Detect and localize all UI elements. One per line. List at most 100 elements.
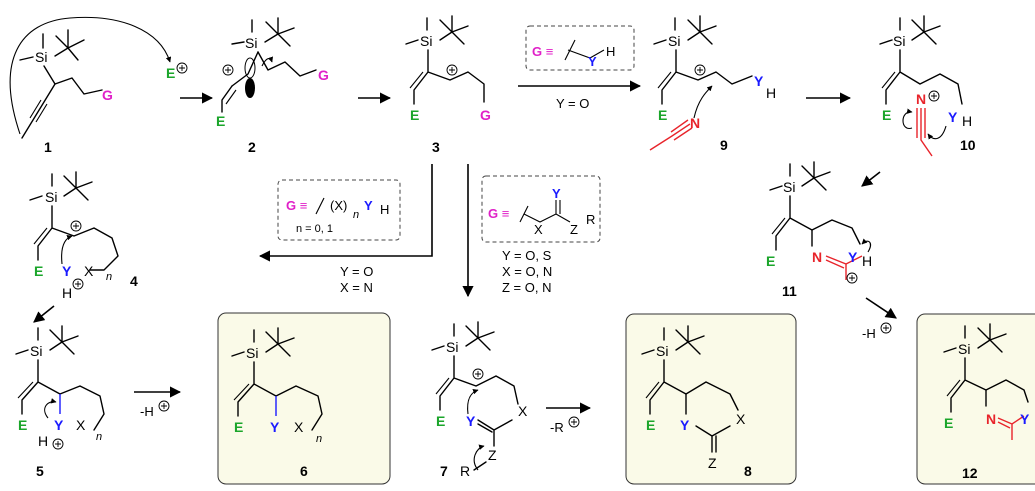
svg-text:Y: Y bbox=[466, 413, 476, 429]
svg-text:E: E bbox=[646, 417, 655, 433]
si-atom: Si bbox=[30, 343, 42, 359]
svg-text:Y: Y bbox=[54, 417, 64, 433]
si-atom: Si bbox=[783, 179, 795, 195]
si-atom: Si bbox=[35, 49, 47, 65]
si-atom: Si bbox=[656, 343, 668, 359]
condition-box-2: G ≡ (X) n Y H n = 0, 1 bbox=[277, 179, 401, 241]
cond-7b: X = O, N bbox=[502, 264, 552, 279]
svg-text:H: H bbox=[62, 285, 72, 301]
svg-text:E: E bbox=[658, 107, 667, 123]
cond-4a: Y = O bbox=[340, 264, 373, 279]
product-box-6 bbox=[217, 312, 391, 485]
svg-text:N: N bbox=[986, 411, 996, 427]
svg-text:E: E bbox=[34, 263, 43, 279]
loss-r-8: -R bbox=[550, 420, 564, 435]
electrophile: E bbox=[166, 65, 175, 81]
box2-x: (X) bbox=[330, 198, 347, 213]
label-3: 3 bbox=[432, 139, 440, 155]
label-1: 1 bbox=[44, 139, 52, 155]
svg-text:N: N bbox=[812, 249, 822, 265]
compound-3: Si E G 3 bbox=[405, 15, 491, 155]
svg-text:H: H bbox=[38, 433, 48, 449]
box1-h: H bbox=[606, 44, 615, 59]
svg-text:N: N bbox=[916, 91, 926, 107]
svg-text:X: X bbox=[736, 411, 746, 427]
label-2: 2 bbox=[248, 139, 256, 155]
box3-y: Y bbox=[552, 186, 561, 201]
box2-def: G ≡ bbox=[286, 198, 307, 213]
label-6: 6 bbox=[300, 463, 308, 479]
arrow-10-11 bbox=[861, 171, 881, 187]
product-box-8 bbox=[625, 313, 797, 485]
cond-4b: X = N bbox=[340, 280, 373, 295]
svg-text:X: X bbox=[84, 263, 94, 279]
si-atom: Si bbox=[245, 35, 257, 51]
svg-text:E: E bbox=[882, 107, 891, 123]
box1-def: G ≡ bbox=[532, 44, 553, 59]
svg-text:H: H bbox=[766, 85, 776, 101]
svg-text:H: H bbox=[962, 113, 972, 129]
svg-text:Y: Y bbox=[948, 109, 958, 125]
g-group: G bbox=[480, 107, 491, 123]
box1-y: Y bbox=[588, 54, 597, 69]
label-11: 11 bbox=[782, 283, 797, 299]
svg-text:E: E bbox=[234, 419, 243, 435]
compound-11: Si E N Y H 11 bbox=[766, 161, 872, 299]
box2-y: Y bbox=[364, 198, 373, 213]
compound-2: Si G E 2 bbox=[216, 17, 329, 155]
label-4: 4 bbox=[130, 273, 138, 289]
si-atom: Si bbox=[446, 339, 458, 355]
si-atom: Si bbox=[45, 189, 57, 205]
si-atom: Si bbox=[958, 341, 970, 357]
label-8: 8 bbox=[744, 463, 752, 479]
compound-1: Si G E 1 bbox=[9, 16, 188, 155]
box3-x: X bbox=[534, 222, 543, 237]
compound-9: Si Y H E N 9 bbox=[649, 15, 776, 153]
g-group: G bbox=[318, 67, 329, 83]
svg-text:X: X bbox=[518, 403, 528, 419]
label-9: 9 bbox=[720, 137, 728, 153]
compound-6: Si E Y X n 6 bbox=[231, 327, 323, 479]
svg-text:E: E bbox=[436, 413, 445, 429]
svg-text:Y: Y bbox=[1020, 411, 1030, 427]
svg-text:N: N bbox=[690, 115, 700, 131]
si-atom: Si bbox=[246, 345, 258, 361]
box3-r: R bbox=[586, 212, 595, 227]
g-group: G bbox=[102, 87, 113, 103]
svg-text:X: X bbox=[294, 419, 304, 435]
svg-text:Y: Y bbox=[754, 73, 764, 89]
compound-12: Si E N Y 12 bbox=[943, 323, 1030, 481]
product-box-12 bbox=[916, 313, 1035, 485]
arrow-4-5 bbox=[33, 305, 55, 323]
box2-h: H bbox=[380, 202, 389, 217]
box2-range: n = 0, 1 bbox=[296, 223, 333, 235]
electrophile: E bbox=[216, 113, 225, 129]
label-10: 10 bbox=[960, 137, 976, 153]
svg-text:E: E bbox=[944, 415, 953, 431]
box3-def: G ≡ bbox=[488, 206, 509, 221]
loss-h-6: -H bbox=[140, 404, 154, 419]
electrophile: E bbox=[410, 107, 419, 123]
label-7: 7 bbox=[440, 463, 448, 479]
cond-7a: Y = O, S bbox=[502, 248, 552, 263]
box2-n: n bbox=[353, 209, 359, 221]
compound-8: Si E Y X Z 8 bbox=[641, 325, 752, 479]
arrow-11-12 bbox=[865, 297, 897, 319]
svg-text:Y: Y bbox=[848, 249, 858, 265]
svg-text:H: H bbox=[862, 253, 872, 269]
svg-text:Y: Y bbox=[62, 263, 72, 279]
loss-h-12: -H bbox=[862, 326, 876, 341]
cond-9: Y = O bbox=[556, 96, 589, 111]
label-12: 12 bbox=[962, 465, 978, 481]
svg-text:R: R bbox=[460, 463, 470, 479]
compound-4: Si E Y H X n 4 bbox=[29, 171, 138, 301]
condition-box-1: G ≡ Y H bbox=[525, 25, 635, 71]
compound-7: Si E Y X Z R 7 bbox=[431, 321, 528, 479]
si-atom: Si bbox=[668, 33, 680, 49]
svg-text:E: E bbox=[766, 253, 775, 269]
svg-text:n: n bbox=[96, 431, 102, 443]
cond-7c: Z = O, N bbox=[502, 280, 551, 295]
si-atom: Si bbox=[420, 33, 432, 49]
arrow-3-4 bbox=[258, 164, 433, 262]
